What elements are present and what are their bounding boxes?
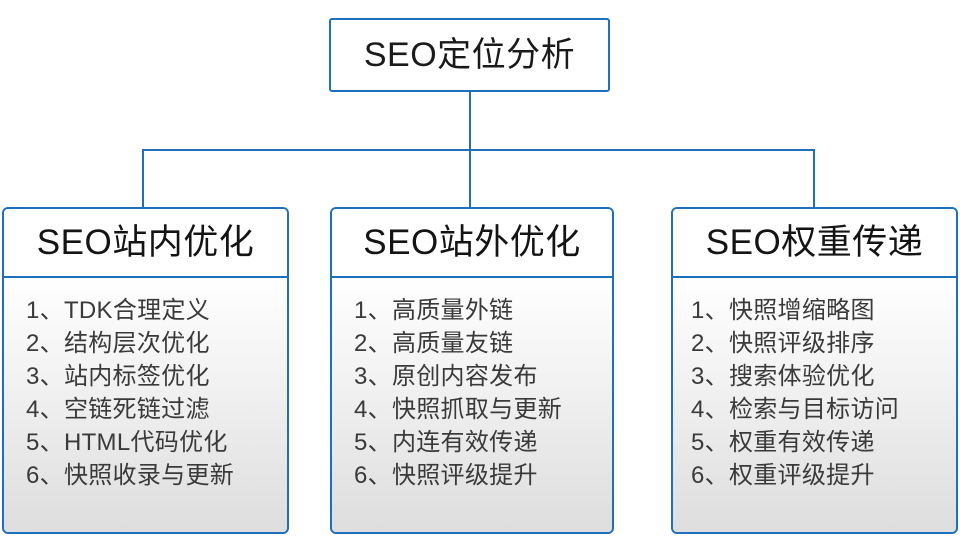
branch-1-header: SEO站内优化 (4, 209, 287, 278)
list-item: 6、快照评级提升 (354, 462, 538, 489)
list-item: 6、快照收录与更新 (26, 462, 235, 489)
list-item: 5、HTML代码优化 (26, 429, 228, 456)
branch-2-item-list: 1、高质量外链 2、高质量友链 3、原创内容发布 4、快照抓取与更新 5、内连有… (332, 294, 612, 492)
list-item: 2、高质量友链 (354, 330, 514, 357)
list-item: 3、搜索体验优化 (691, 363, 875, 390)
branch-1-title: SEO站内优化 (36, 223, 255, 262)
list-item: 4、检索与目标访问 (691, 396, 900, 423)
list-item: 6、权重评级提升 (691, 462, 875, 489)
list-item: 3、站内标签优化 (26, 363, 210, 390)
branch-3-header: SEO权重传递 (673, 209, 956, 278)
list-item: 2、结构层次优化 (26, 330, 210, 357)
list-item: 3、原创内容发布 (354, 363, 538, 390)
list-item: 1、高质量外链 (354, 297, 514, 324)
branch-1-item-list: 1、TDK合理定义 2、结构层次优化 3、站内标签优化 4、空链死链过滤 5、H… (4, 294, 287, 492)
root-node[interactable]: SEO定位分析 (329, 18, 610, 92)
branch-2-header: SEO站外优化 (332, 209, 612, 278)
list-item: 5、内连有效传递 (354, 429, 538, 456)
list-item: 4、快照抓取与更新 (354, 396, 563, 423)
root-node-label: SEO定位分析 (363, 36, 576, 74)
list-item: 1、TDK合理定义 (26, 297, 211, 324)
branch-node-1[interactable]: SEO站内优化 1、TDK合理定义 2、结构层次优化 3、站内标签优化 4、空链… (2, 207, 289, 534)
branch-node-3[interactable]: SEO权重传递 1、快照增缩略图 2、快照评级排序 3、搜索体验优化 4、检索与… (671, 207, 958, 534)
branch-3-title: SEO权重传递 (705, 223, 924, 262)
branch-3-item-list: 1、快照增缩略图 2、快照评级排序 3、搜索体验优化 4、检索与目标访问 5、权… (673, 294, 956, 492)
list-item: 5、权重有效传递 (691, 429, 875, 456)
list-item: 2、快照评级排序 (691, 330, 875, 357)
list-item: 4、空链死链过滤 (26, 396, 210, 423)
branch-node-2[interactable]: SEO站外优化 1、高质量外链 2、高质量友链 3、原创内容发布 4、快照抓取与… (330, 207, 614, 534)
branch-3-body: 1、快照增缩略图 2、快照评级排序 3、搜索体验优化 4、检索与目标访问 5、权… (673, 278, 956, 532)
list-item: 1、快照增缩略图 (691, 297, 875, 324)
branch-2-title: SEO站外优化 (363, 223, 581, 262)
branch-1-body: 1、TDK合理定义 2、结构层次优化 3、站内标签优化 4、空链死链过滤 5、H… (4, 278, 287, 532)
branch-2-body: 1、高质量外链 2、高质量友链 3、原创内容发布 4、快照抓取与更新 5、内连有… (332, 278, 612, 532)
